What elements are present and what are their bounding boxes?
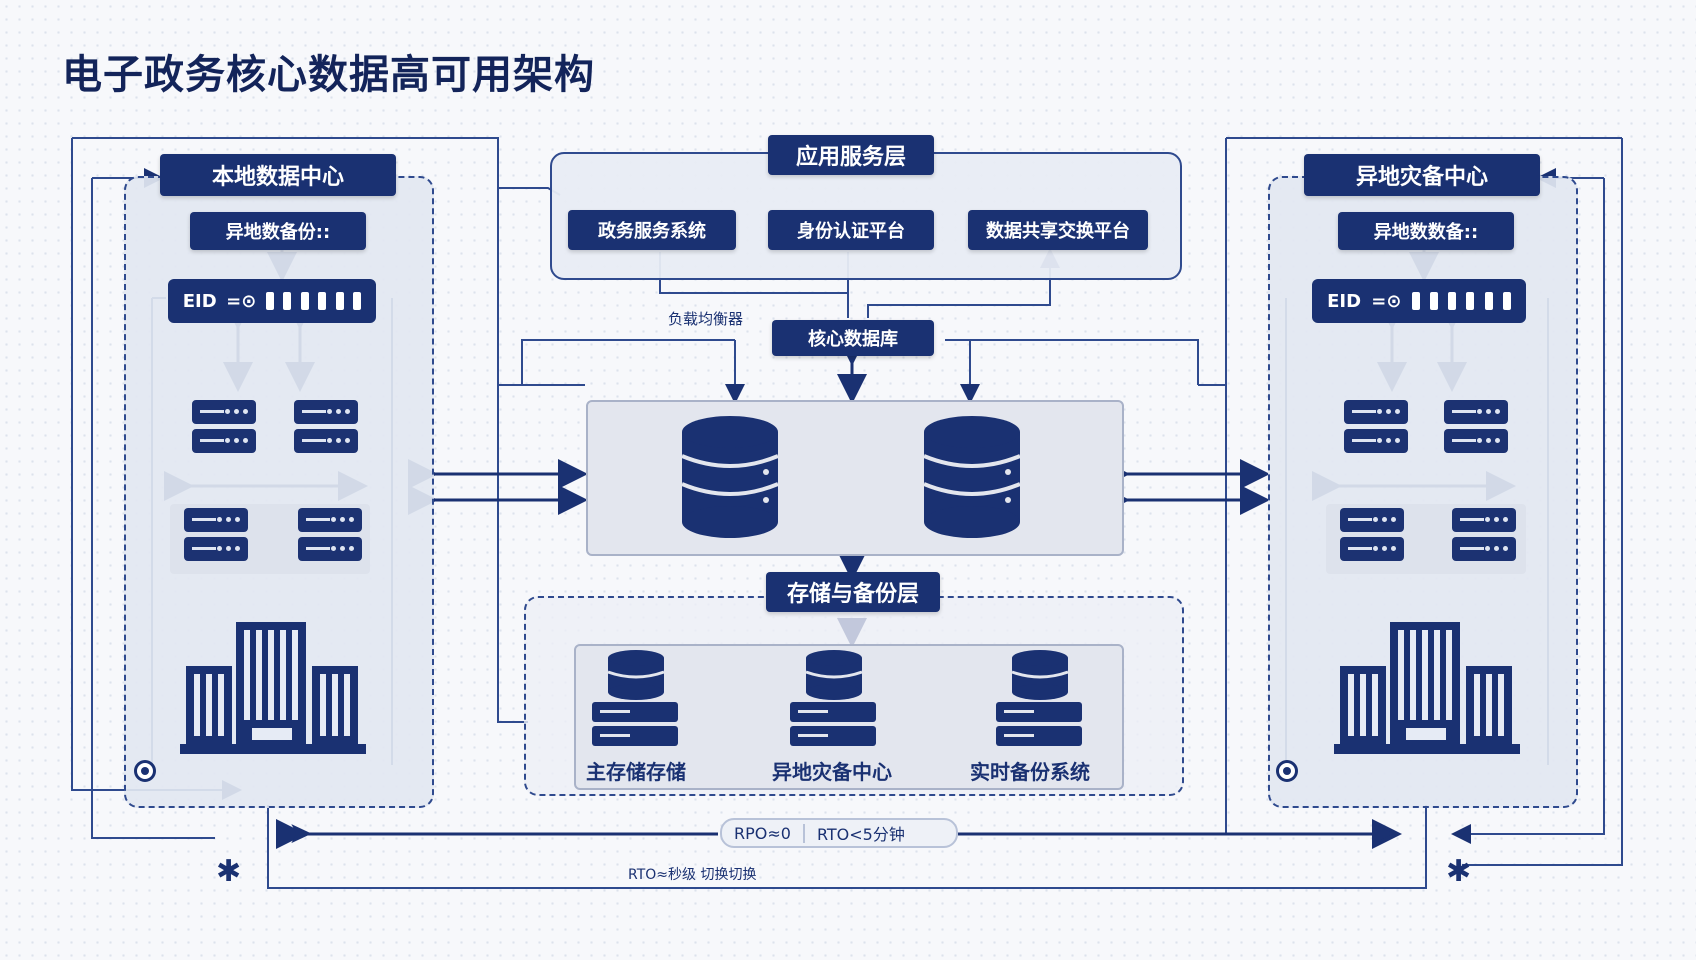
load-balancer-label: 负载均衡器 [668,310,744,328]
storage-layer-header: 存储与备份层 [766,572,940,612]
database-icon-replica [923,416,1021,538]
remote-dc-sub-label: 异地数数备:: [1338,212,1514,250]
remote-network-switch: EID =⊙ [1312,279,1526,323]
switch-port-icon: EID [182,290,217,312]
rpo-value: RPO≈0 [722,823,805,843]
remote-dc-header: 异地灾备中心 [1304,154,1540,196]
storage-item-realtime-label: 实时备份系统 [970,760,1090,784]
storage-icon-remote [790,650,876,746]
remote-server-icon-3 [1340,508,1404,566]
local-server-icon-1 [192,400,256,458]
remote-node-icon [1276,760,1298,782]
local-server-icon-4 [298,508,362,566]
junction-icon-left: ✱ [216,854,242,889]
app-item-data-sharing: 数据共享交换平台 [968,210,1148,250]
core-db-header: 核心数据库 [772,320,934,356]
storage-icon-primary [592,650,678,746]
database-icon-primary [681,416,779,538]
rto-value: RTO<5分钟 [816,825,905,844]
switch-link-icon: =⊙ [1371,290,1402,312]
local-network-switch: EID =⊙ [168,279,376,323]
switch-link-icon: =⊙ [226,290,257,312]
local-server-icon-2 [294,400,358,458]
junction-icon-right: ✱ [1446,854,1472,889]
storage-icon-realtime [996,650,1082,746]
sync-arrow-icon-left: ➤ [288,816,314,851]
app-item-identity-auth: 身份认证平台 [768,210,934,250]
sync-arrow-icon-right: ➤ [1370,816,1396,851]
core-db-panel [586,400,1124,556]
local-server-icon-3 [184,508,248,566]
remote-building-icon [1334,622,1520,754]
local-dc-sub-label: 异地数备份:: [190,212,366,250]
local-dc-header: 本地数据中心 [160,154,396,196]
bottom-note: RTO≈秒级 切换切换 [628,867,757,883]
page-title: 电子政务核心数据高可用架构 [62,52,595,98]
metrics-pill: RPO≈0 RTO<5分钟 [720,818,958,848]
local-node-icon [134,760,156,782]
local-building-icon [180,622,366,754]
app-item-gov-service: 政务服务系统 [568,210,736,250]
storage-item-primary-label: 主存储存储 [586,760,686,784]
app-layer-header: 应用服务层 [768,135,934,175]
switch-port-icon: EID [1327,290,1362,312]
remote-server-icon-4 [1452,508,1516,566]
remote-server-icon-1 [1344,400,1408,458]
remote-server-icon-2 [1444,400,1508,458]
storage-item-remote-label: 异地灾备中心 [772,760,892,784]
